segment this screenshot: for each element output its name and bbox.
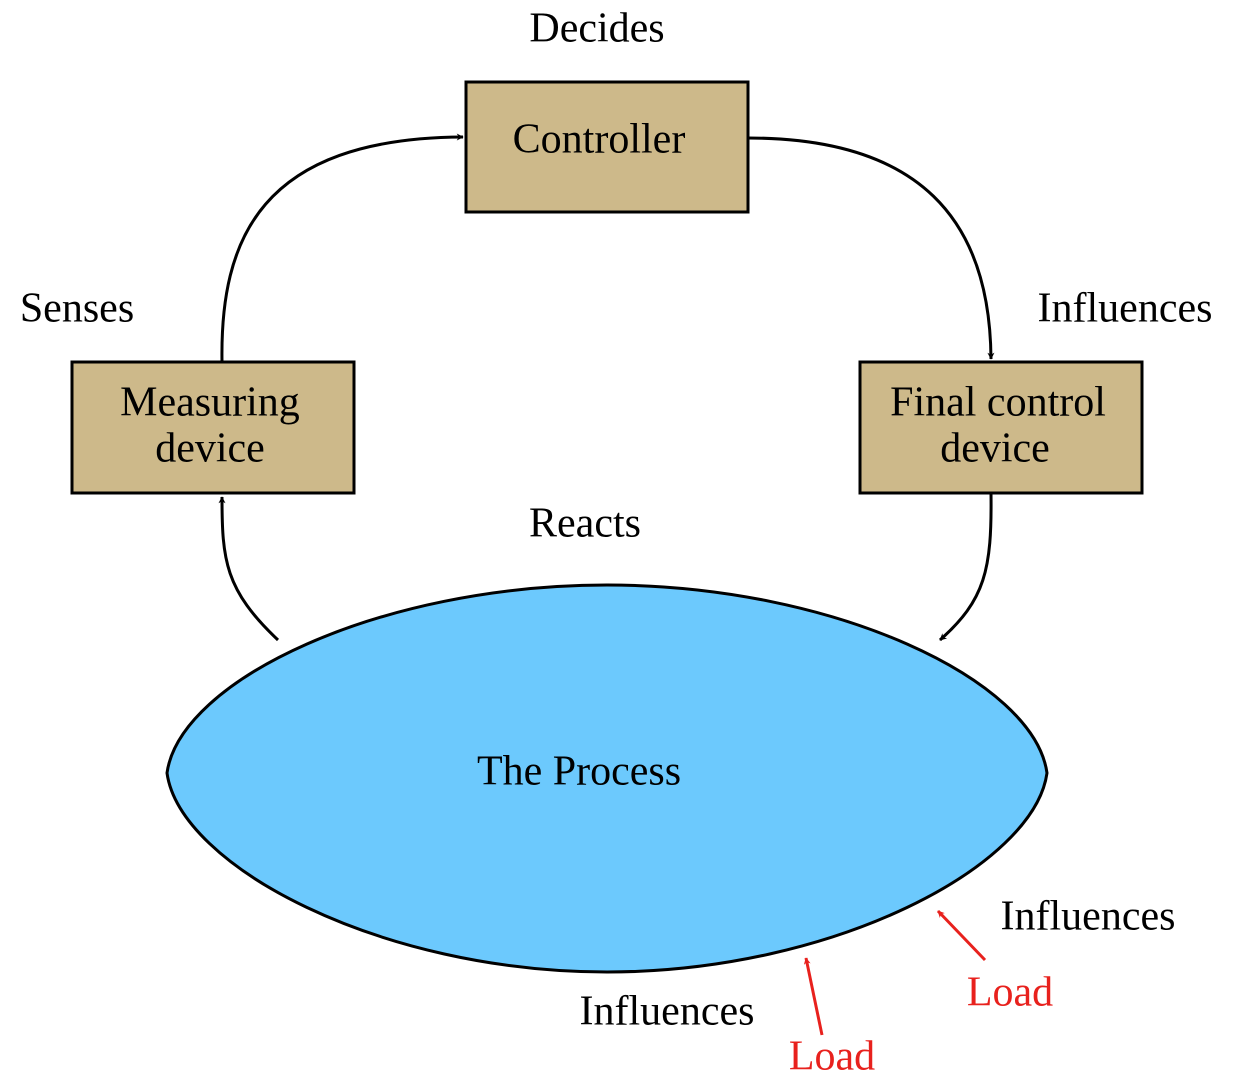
edge-process-to-measuring: [218, 496, 280, 642]
load-arrow-bottom: [803, 957, 824, 1036]
label-reacts: Reacts: [529, 501, 641, 547]
controller-label: Controller: [513, 117, 686, 163]
measuring-device-label-line1: Measuring: [120, 380, 300, 426]
measuring-device-label-line2: device: [155, 426, 265, 472]
process-shape: [165, 583, 1049, 974]
edge-controller-to-final-control: [747, 136, 995, 360]
edge-final-control-to-process: [939, 492, 993, 642]
label-load-right: Load: [967, 970, 1053, 1016]
label-influences-right-load: Influences: [1001, 894, 1176, 940]
label-senses: Senses: [20, 286, 134, 332]
label-influences-top: Influences: [1038, 286, 1213, 332]
measuring-device-box: [70, 360, 356, 495]
label-influences-bottom-load: Influences: [580, 989, 755, 1035]
final-control-device-box: [858, 360, 1144, 495]
final-control-device-label-line2: device: [940, 426, 1050, 472]
final-control-device-label-line1: Final control: [890, 380, 1106, 426]
label-load-bottom: Load: [789, 1034, 875, 1080]
label-decides: Decides: [529, 6, 664, 52]
process-label: The Process: [477, 749, 681, 795]
load-arrow-right: [936, 909, 987, 962]
controller-box: [464, 80, 750, 214]
edge-measuring-to-controller: [220, 133, 464, 363]
